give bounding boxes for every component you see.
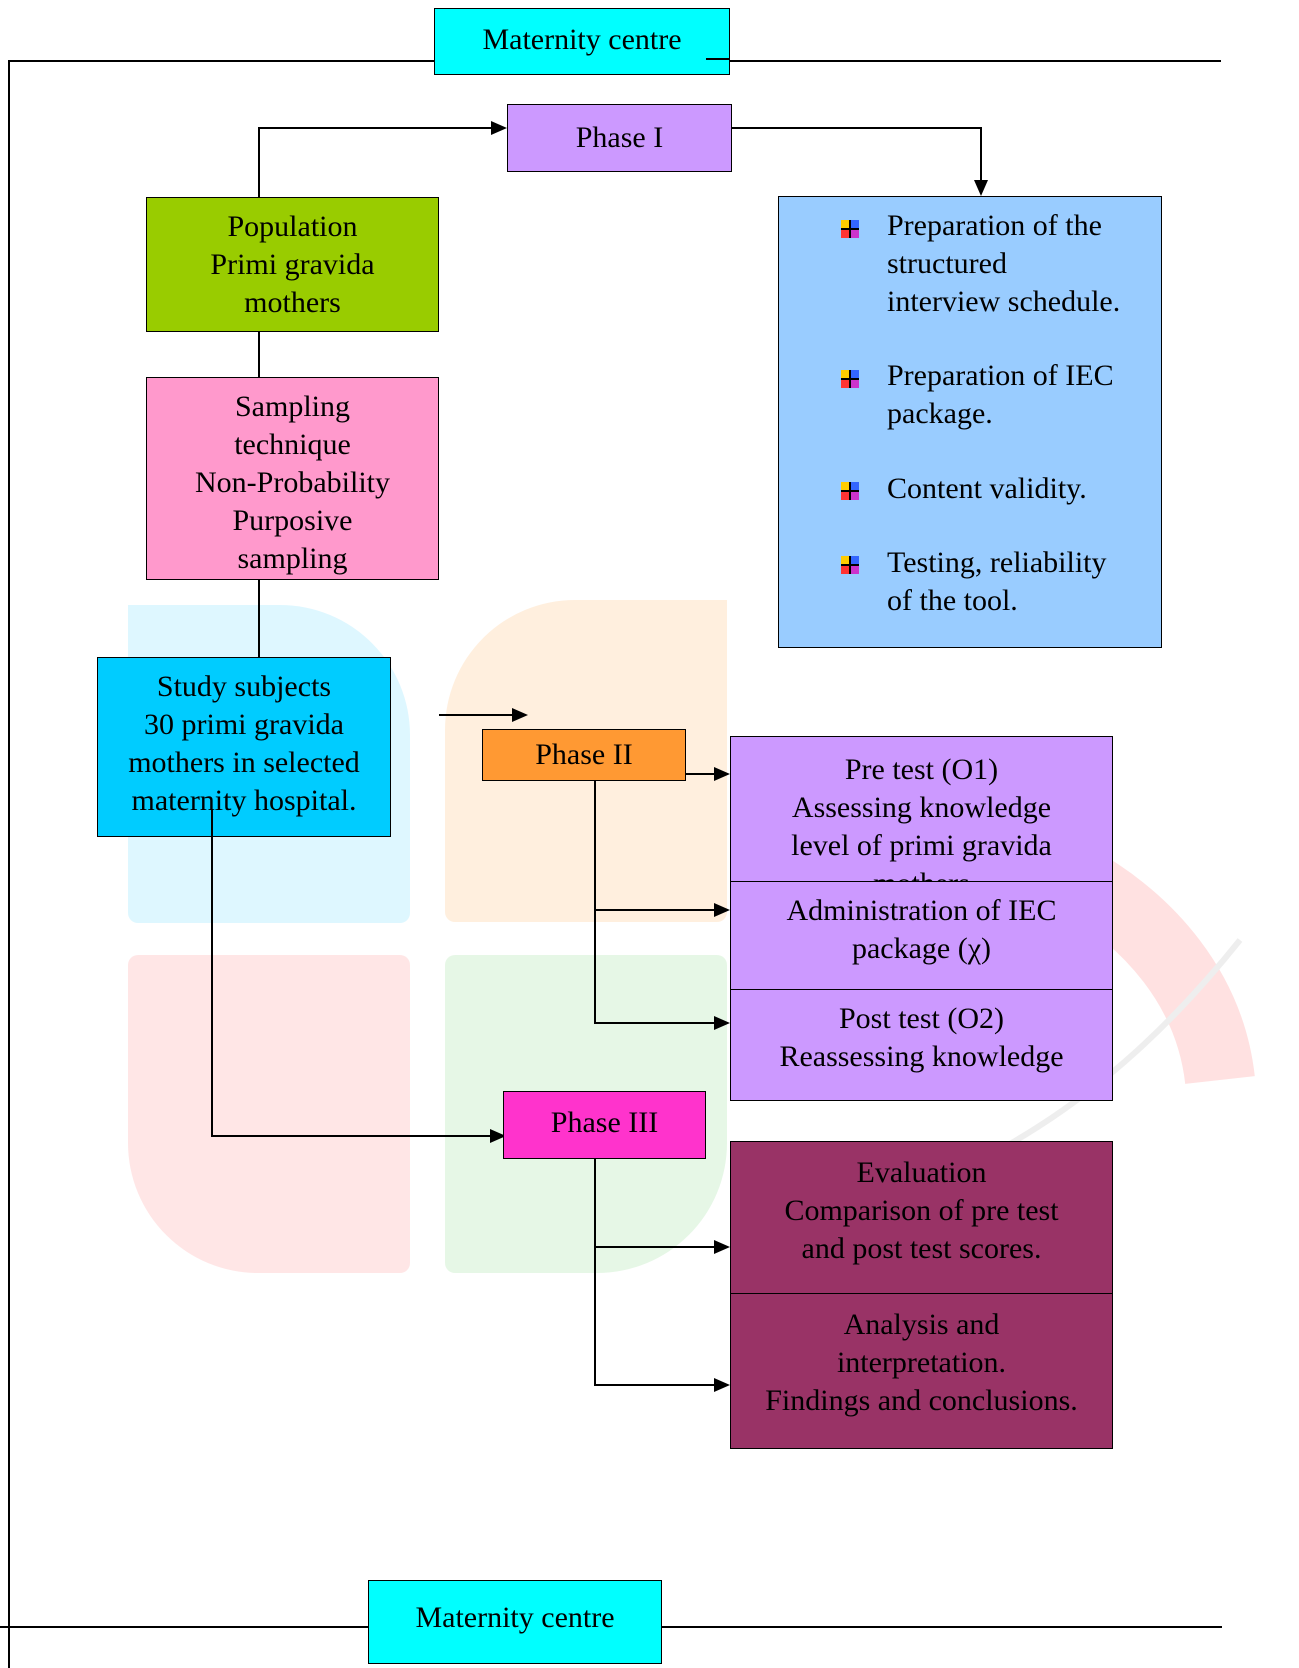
phase-3-label: Phase III <box>550 1106 659 1139</box>
phase-1-item-2: Preparation of IEC package. <box>887 357 1114 433</box>
phase-3-box: Phase III <box>503 1091 706 1159</box>
arrow-to-admin <box>714 903 730 917</box>
phase-1-item-3-line-1: Content validity. <box>887 472 1087 505</box>
connector-phase-2-pretest <box>686 773 718 775</box>
population-line-1: Population <box>227 210 358 243</box>
frame-bottom-line-left <box>0 1626 368 1628</box>
study-line-2: 30 primi gravida <box>144 708 344 741</box>
maternity-centre-bottom-text: Maternity centre <box>415 1601 615 1634</box>
bullet-icon <box>841 220 859 238</box>
study-line-3: mothers in selected <box>128 746 360 779</box>
bullet-icon <box>841 370 859 388</box>
pretest-line-3: level of primi gravida <box>791 829 1052 862</box>
evaluation-line-3: and post test scores. <box>801 1232 1042 1265</box>
phase-1-item-3: Content validity. <box>887 470 1087 508</box>
watermark-red-shape <box>128 955 410 1273</box>
connector-phase-1-right <box>732 127 982 129</box>
analysis-box: Analysis and interpretation. Findings an… <box>730 1293 1113 1449</box>
pretest-line-4: mothers <box>731 865 1112 881</box>
phase-2-box: Phase II <box>482 729 686 781</box>
connector-population-sampling <box>258 332 260 377</box>
phase-1-item-1: Preparation of the structured interview … <box>887 207 1120 321</box>
phase-1-item-1-line-2: structured <box>887 247 1007 280</box>
pretest-line-1: Pre test (O1) <box>844 753 999 786</box>
connector-to-analysis <box>594 1384 718 1386</box>
frame-left-line <box>8 60 10 1668</box>
phase-1-item-2-line-1: Preparation of IEC <box>887 359 1114 392</box>
arrow-to-phase-1-list <box>974 180 988 196</box>
connector-phase-1-down <box>980 127 982 183</box>
maternity-centre-top-text: Maternity centre <box>482 23 682 56</box>
evaluation-box: Evaluation Comparison of pre test and po… <box>730 1141 1113 1294</box>
population-box: Population Primi gravida mothers <box>146 197 439 332</box>
connector-to-evaluation <box>594 1246 718 1248</box>
phase-1-item-1-line-1: Preparation of the <box>887 209 1102 242</box>
bullet-icon <box>841 482 859 500</box>
study-line-1: Study subjects <box>156 670 332 703</box>
maternity-centre-bottom-label: Maternity centre <box>368 1580 662 1664</box>
arrow-to-phase-3 <box>490 1129 506 1143</box>
frame-top-line-right <box>730 60 1221 62</box>
connector-population-up <box>258 127 260 197</box>
connector-sampling-study <box>258 580 260 657</box>
maternity-centre-top-label: Maternity centre <box>434 8 730 75</box>
posttest-box: Post test (O2) Reassessing knowledge <box>730 989 1113 1101</box>
phase-1-item-4: Testing, reliability of the tool. <box>887 544 1107 620</box>
study-subjects-box: Study subjects 30 primi gravida mothers … <box>97 657 391 837</box>
frame-top-line-left <box>8 60 434 62</box>
phase-1-item-4-line-2: of the tool. <box>887 584 1018 617</box>
phase-1-item-4-line-1: Testing, reliability <box>887 546 1107 579</box>
connector-phase-2-down <box>594 781 596 1024</box>
pretest-box: Pre test (O1) Assessing knowledge level … <box>730 736 1113 882</box>
connector-study-down <box>211 810 213 1137</box>
posttest-line-1: Post test (O2) <box>839 1002 1004 1035</box>
sampling-line-5: sampling <box>237 542 348 575</box>
evaluation-line-1: Evaluation <box>856 1156 987 1189</box>
population-line-2: Primi gravida <box>210 248 375 281</box>
phase-1-item-1-line-3: interview schedule. <box>887 285 1121 318</box>
sampling-line-3: Non-Probability <box>195 466 390 499</box>
sampling-line-4: Purposive <box>232 504 353 537</box>
connector-phase-3-down <box>594 1159 596 1386</box>
pretest-line-2: Assessing knowledge <box>791 791 1052 824</box>
bullet-icon <box>841 556 859 574</box>
study-line-4: maternity hospital. <box>131 784 357 817</box>
population-line-3: mothers <box>244 286 341 319</box>
phase-2-label: Phase II <box>535 738 633 771</box>
connector-study-to-phase-2 <box>439 714 515 716</box>
sampling-line-1: Sampling <box>234 390 350 423</box>
connector-to-admin <box>594 909 718 911</box>
connector-to-posttest <box>594 1022 718 1024</box>
connector-to-phase-1 <box>258 127 495 129</box>
posttest-line-2: Reassessing knowledge <box>779 1040 1064 1073</box>
phase-1-label: Phase I <box>575 121 664 154</box>
arrow-to-posttest <box>714 1016 730 1030</box>
arrow-to-analysis <box>714 1378 730 1392</box>
frame-bottom-line-right <box>662 1626 1222 1628</box>
arrow-to-phase-2 <box>512 708 528 722</box>
analysis-line-1: Analysis and <box>843 1308 1000 1341</box>
admin-line-1: Administration of IEC <box>786 894 1057 927</box>
analysis-line-2: interpretation. <box>836 1346 1007 1379</box>
arrow-to-evaluation <box>714 1240 730 1254</box>
phase-1-box: Phase I <box>507 104 732 172</box>
evaluation-line-2: Comparison of pre test <box>784 1194 1059 1227</box>
arrow-to-pretest <box>714 767 730 781</box>
arrow-to-phase-1 <box>491 121 507 135</box>
top-label-tick <box>706 58 730 60</box>
phase-1-item-2-line-2: package. <box>887 397 993 430</box>
sampling-line-2: technique <box>234 428 351 461</box>
admin-box: Administration of IEC package (χ) <box>730 881 1113 990</box>
analysis-line-3: Findings and conclusions. <box>765 1384 1078 1417</box>
admin-line-2: package (χ) <box>851 932 992 965</box>
connector-to-phase-3 <box>211 1135 493 1137</box>
sampling-box: Sampling technique Non-Probability Purpo… <box>146 377 439 580</box>
